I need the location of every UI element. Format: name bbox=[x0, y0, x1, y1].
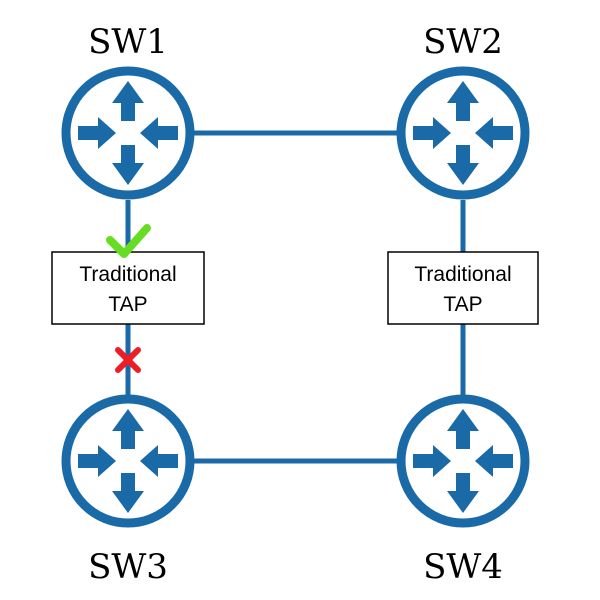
tap-label-line1: Traditional bbox=[79, 263, 176, 286]
switch-label: SW1 bbox=[88, 22, 168, 62]
tap-label-line1: Traditional bbox=[414, 263, 511, 286]
tap-box bbox=[51, 251, 205, 325]
router-arrows-icon bbox=[66, 71, 190, 195]
cross-icon bbox=[115, 347, 141, 373]
tap-right: Traditional TAP bbox=[387, 251, 539, 325]
tap-label-line2: TAP bbox=[443, 293, 482, 316]
tap-left: Traditional TAP bbox=[51, 251, 205, 325]
switch-label: SW3 bbox=[88, 547, 168, 587]
switch-label: SW2 bbox=[423, 22, 503, 62]
switch-label: SW4 bbox=[423, 547, 503, 587]
checkmark-icon bbox=[106, 224, 151, 258]
router-arrows-icon bbox=[401, 399, 525, 523]
switch-sw3: SW3 bbox=[66, 399, 190, 587]
tap-label-line2: TAP bbox=[108, 293, 147, 316]
switch-sw2: SW2 bbox=[401, 22, 525, 195]
switch-sw4: SW4 bbox=[401, 399, 525, 587]
router-arrows-icon bbox=[66, 399, 190, 523]
links bbox=[125, 130, 466, 464]
router-arrows-icon bbox=[401, 71, 525, 195]
tap-box bbox=[387, 251, 539, 325]
switch-sw1: SW1 bbox=[66, 22, 190, 195]
